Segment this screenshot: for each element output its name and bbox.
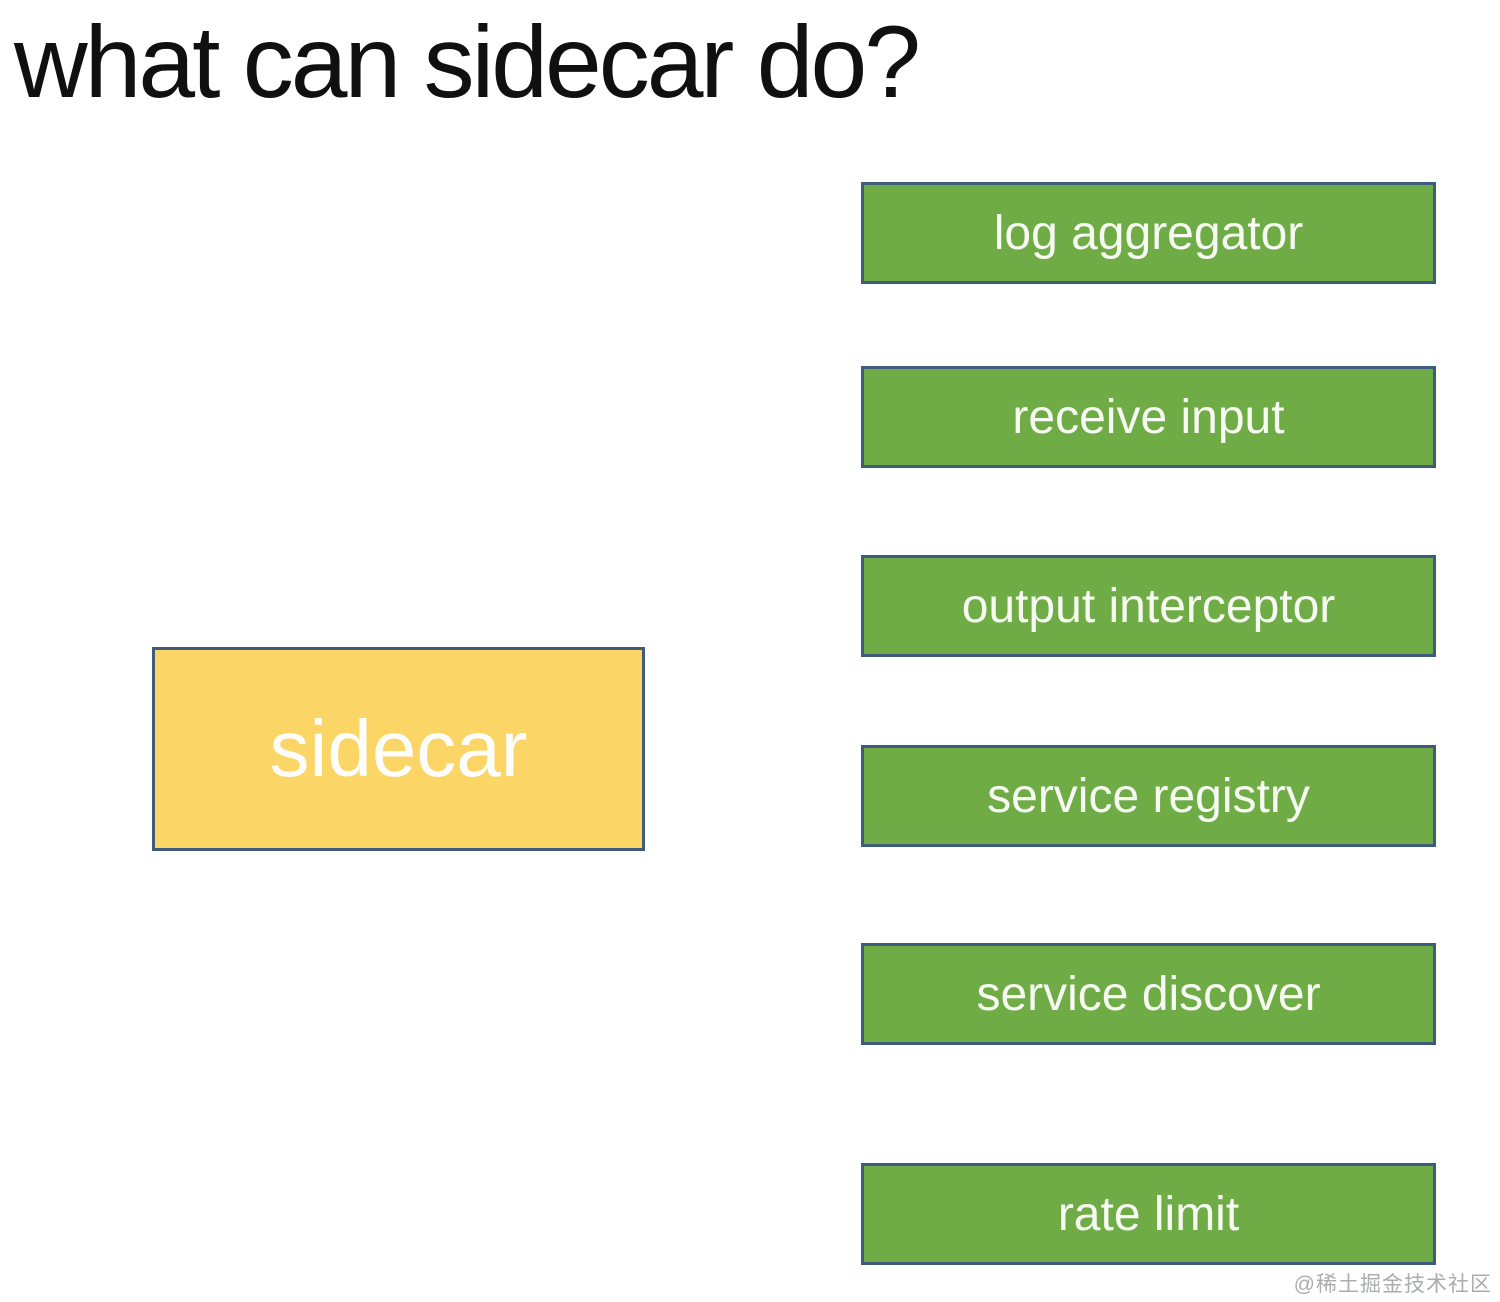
capability-label: receive input	[1012, 390, 1285, 444]
capability-box-service-discover: service discover	[861, 943, 1436, 1045]
page-title: what can sidecar do?	[14, 5, 921, 119]
capability-box-log-aggregator: log aggregator	[861, 182, 1436, 284]
capability-label: rate limit	[1057, 1187, 1240, 1241]
capability-box-rate-limit: rate limit	[861, 1163, 1436, 1265]
capability-label: service discover	[976, 967, 1321, 1021]
capability-box-output-interceptor: output interceptor	[861, 555, 1436, 657]
capability-box-receive-input: receive input	[861, 366, 1436, 468]
capability-box-service-registry: service registry	[861, 745, 1436, 847]
watermark: @稀土掘金技术社区	[1293, 1273, 1492, 1296]
capability-label: output interceptor	[961, 579, 1336, 633]
capability-label: service registry	[987, 769, 1310, 823]
capability-label: log aggregator	[993, 206, 1304, 260]
sidecar-box: sidecar	[152, 647, 645, 851]
sidecar-label: sidecar	[269, 704, 528, 793]
